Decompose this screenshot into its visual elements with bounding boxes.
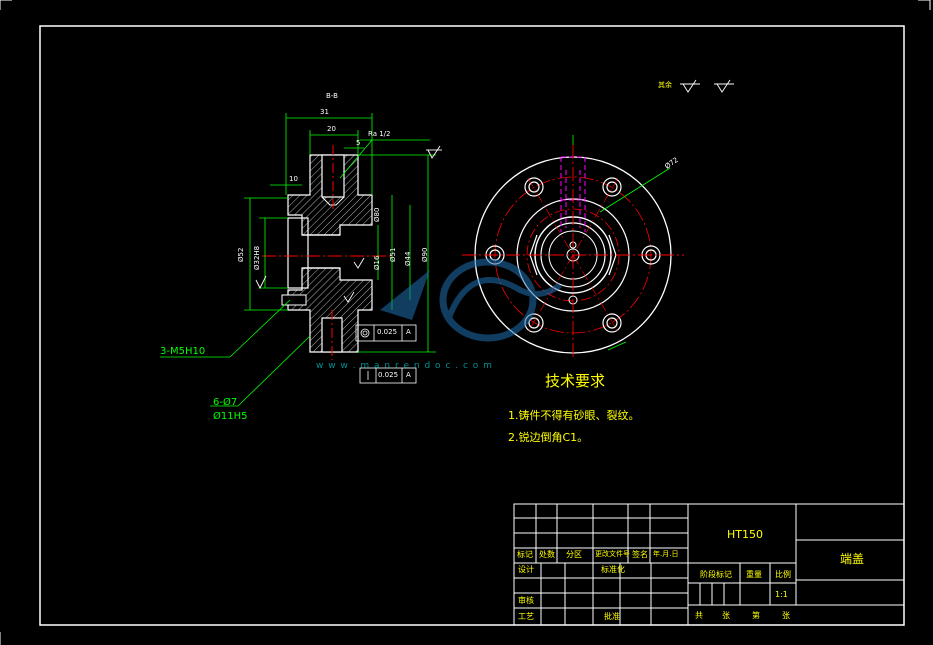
tb-review: 审核 bbox=[518, 596, 534, 605]
tb-sheet-of: 张 bbox=[722, 611, 730, 620]
tb-label-change: 更改文件号 bbox=[595, 550, 630, 558]
tb-label-count: 处数 bbox=[539, 550, 555, 559]
watermark-url: w w w . m a n r e n d o c . c o m bbox=[316, 361, 493, 371]
dim-phi80: Ø80 bbox=[373, 207, 381, 222]
dim-phi32h: Ø32H8 bbox=[253, 245, 261, 270]
roughness-symbols bbox=[255, 79, 734, 303]
tech-requirement-1: 1.铸件不得有砂眼、裂纹。 bbox=[508, 409, 640, 422]
drawing-border bbox=[39, 25, 905, 626]
tb-sheet-total: 共 bbox=[695, 611, 703, 620]
title-block-grid bbox=[513, 503, 905, 626]
tolerance-datum-2: A bbox=[406, 371, 411, 379]
roughness-note: 其余 bbox=[658, 81, 672, 89]
roughness-value: Ra 1/2 bbox=[368, 130, 391, 138]
tech-requirement-2: 2.锐边倒角C1。 bbox=[508, 431, 589, 444]
dim-phi90: Ø90 bbox=[421, 247, 429, 262]
section-dimensions bbox=[160, 113, 436, 407]
tb-process: 工艺 bbox=[518, 612, 534, 621]
tb-weight: 重量 bbox=[746, 570, 762, 579]
tb-label-date: 年.月.日 bbox=[653, 550, 679, 558]
section-view bbox=[262, 145, 392, 360]
dim-5: 5 bbox=[356, 139, 361, 147]
dim-10: 10 bbox=[289, 175, 298, 183]
material-label: HT150 bbox=[727, 528, 763, 541]
watermark-logo bbox=[380, 258, 562, 342]
section-label: B-B bbox=[326, 92, 338, 100]
tb-sheet-no: 第 bbox=[752, 611, 760, 620]
tb-scale: 1:1 bbox=[775, 590, 788, 599]
tech-requirements-heading: 技术要求 bbox=[545, 372, 606, 390]
callout-thread-holes: 3-M5H10 bbox=[160, 346, 206, 357]
front-view bbox=[462, 135, 684, 360]
tb-label-zone: 分区 bbox=[566, 550, 582, 559]
dim-phi52: Ø52 bbox=[237, 247, 245, 262]
tolerance-value-2: 0.025 bbox=[378, 371, 399, 379]
tb-standardize: 标准化 bbox=[601, 565, 625, 574]
dim-31: 31 bbox=[320, 108, 329, 116]
dim-phi51: Ø51 bbox=[389, 247, 397, 262]
tb-approve: 批准 bbox=[604, 612, 620, 621]
tb-design: 设计 bbox=[518, 565, 534, 574]
callout-counterbore: Ø11H5 bbox=[213, 411, 248, 422]
dim-phi16: Ø16 bbox=[373, 255, 381, 270]
tb-sheet-unit: 张 bbox=[782, 611, 790, 620]
tolerance-datum-1: A bbox=[406, 328, 411, 336]
tb-label-sign: 签名 bbox=[632, 550, 648, 559]
drawing-title: 端盖 bbox=[840, 552, 865, 566]
tb-stage-mark: 阶段标记 bbox=[700, 570, 732, 579]
dim-20: 20 bbox=[327, 125, 336, 133]
tolerance-frames bbox=[355, 324, 417, 384]
tolerance-value-1: 0.025 bbox=[377, 328, 398, 336]
tb-ratio: 比例 bbox=[775, 570, 791, 579]
dim-phi44: Ø44 bbox=[404, 251, 412, 266]
callout-bolt-holes: 6-Ø7 bbox=[213, 397, 238, 408]
section-bore bbox=[287, 217, 309, 289]
tb-label-mark: 标记 bbox=[517, 550, 533, 559]
